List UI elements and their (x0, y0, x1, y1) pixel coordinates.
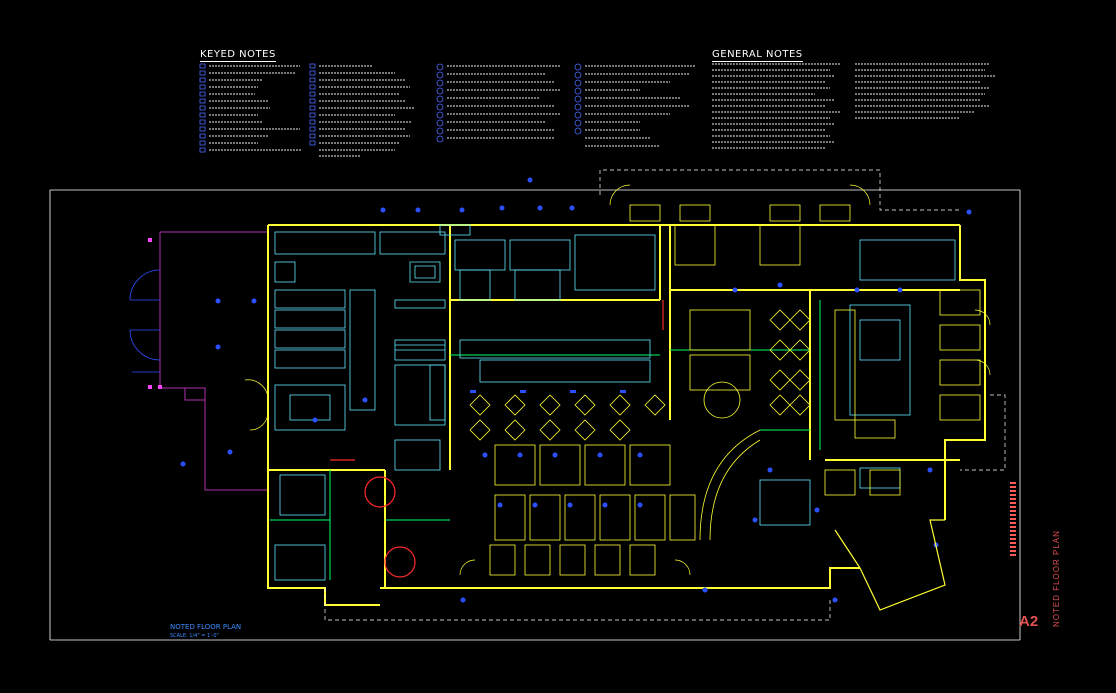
plan-scale: SCALE: 1/4" = 1'-0" (170, 633, 219, 639)
corner-points (148, 238, 162, 389)
exterior-outline (159, 231, 268, 491)
sheet-edge-marker (1010, 482, 1016, 556)
interior-partitions (270, 300, 821, 580)
dining-tables (469, 204, 981, 576)
sheet-title: NOTED FLOOR PLAN (1052, 530, 1061, 627)
outdoor-dining-boundary (324, 169, 1006, 621)
building-walls (267, 224, 986, 606)
door-swings (244, 184, 991, 576)
keyed-notes-title: KEYED NOTES (200, 49, 276, 62)
keyed-note-markers (199, 63, 582, 153)
entry-vestibule (834, 519, 946, 611)
patio-door-swings (129, 269, 161, 373)
sheet-frame (49, 189, 1021, 641)
general-notes-title: GENERAL NOTES (712, 49, 803, 62)
plan-title: NOTED FLOOR PLAN (170, 623, 242, 631)
sheet-number: A2 (1019, 613, 1039, 630)
red-fixtures (330, 300, 664, 578)
equipment-tags (180, 177, 972, 603)
kitchen-equipment (274, 224, 956, 581)
keyed-notes-text (209, 63, 995, 157)
